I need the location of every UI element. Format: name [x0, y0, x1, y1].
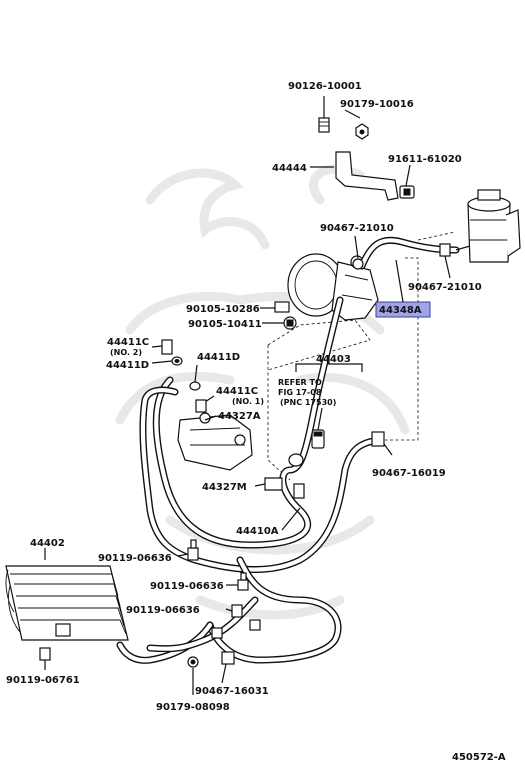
label-44411d[interactable]: 44411D: [197, 352, 240, 363]
clamp-90467-reservoir[interactable]: [439, 243, 451, 279]
cooler-line[interactable]: [116, 596, 259, 664]
clamp-90467-pump[interactable]: [352, 235, 364, 270]
reference-dash-d: [417, 231, 456, 241]
label-90467-16019[interactable]: 90467-16019: [372, 468, 446, 479]
reference-dash-c: [385, 257, 419, 441]
label-44327m[interactable]: 44327M: [202, 482, 247, 493]
bolt-91611[interactable]: [399, 164, 415, 199]
union-44411c-no2[interactable]: [151, 339, 173, 355]
clamp-90467-16019[interactable]: [371, 431, 393, 456]
bolt-90119-a[interactable]: [177, 539, 199, 561]
label-44411d-left[interactable]: 44411D: [106, 360, 149, 371]
label-90179-08098[interactable]: 90179-08098: [156, 702, 230, 713]
label-90467-21010-a[interactable]: 90467-21010: [320, 223, 394, 234]
label-90105-10411[interactable]: 90105-10411: [188, 319, 262, 330]
label-refer-line1: REFER TO: [278, 378, 322, 387]
tube-44327m[interactable]: [254, 477, 283, 491]
label-44402[interactable]: 44402: [30, 538, 65, 549]
label-44411c-no2-sub: (NO. 2): [110, 348, 142, 357]
label-91611-61020[interactable]: 91611-61020: [388, 154, 462, 165]
bolt-90119-b[interactable]: [226, 572, 249, 591]
bolt-90105-10286[interactable]: [260, 301, 290, 313]
steering-gear-housing[interactable]: [177, 412, 253, 471]
label-90126-10001[interactable]: 90126-10001: [288, 81, 362, 92]
reservoir-tank[interactable]: [455, 189, 521, 263]
label-44327a[interactable]: 44327A: [218, 411, 261, 422]
nut-90179[interactable]: [344, 109, 369, 140]
label-44411c-no1-sub: (NO. 1): [232, 397, 264, 406]
bracket-44444[interactable]: [310, 151, 399, 201]
label-44410a[interactable]: 44410A: [236, 526, 279, 537]
label-90179-10016[interactable]: 90179-10016: [340, 99, 414, 110]
label-90119-06636-b[interactable]: 90119-06636: [150, 581, 224, 592]
gasket-44411d-left[interactable]: [151, 356, 183, 366]
oil-cooler-44402[interactable]: [5, 548, 129, 641]
bolt-90126[interactable]: [318, 96, 330, 133]
label-90105-10286[interactable]: 90105-10286: [186, 304, 260, 315]
label-90119-06636-c[interactable]: 90119-06636: [126, 605, 200, 616]
label-90467-16031[interactable]: 90467-16031: [195, 686, 269, 697]
label-90119-06636-a[interactable]: 90119-06636: [98, 553, 172, 564]
cooler-hose[interactable]: [206, 556, 342, 664]
pressure-hose-44410a[interactable]: [152, 296, 344, 549]
pressure-switch-44403[interactable]: [311, 407, 325, 449]
diagram-id: 450572-A: [452, 752, 506, 763]
watermark-emblem: [115, 164, 410, 620]
label-90467-21010-b[interactable]: 90467-21010: [408, 282, 482, 293]
union-44411c-no1[interactable]: [195, 395, 215, 413]
clamp-cooler-a[interactable]: [211, 619, 261, 639]
leader-44348a: [395, 259, 404, 303]
label-refer-line2: FIG 17-08: [278, 388, 322, 397]
bolt-90119-06761[interactable]: [39, 647, 51, 670]
clamp-90467-16031[interactable]: [221, 651, 235, 684]
label-44411c-no1[interactable]: 44411C: [216, 386, 258, 397]
hose-44348a[interactable]: [358, 236, 460, 270]
label-refer-line3: (PNC 17530): [280, 398, 336, 407]
gasket-44411d[interactable]: [189, 364, 201, 391]
label-44444[interactable]: 44444: [272, 163, 307, 174]
nut-90179-08098[interactable]: [187, 656, 199, 695]
label-90119-06761[interactable]: 90119-06761: [6, 675, 80, 686]
label-44403[interactable]: 44403: [316, 354, 351, 365]
bolt-90105-10411[interactable]: [262, 316, 297, 330]
bolt-90119-c[interactable]: [225, 604, 243, 618]
label-44411c-no2[interactable]: 44411C: [107, 337, 149, 348]
fitting-44410a[interactable]: [281, 453, 305, 531]
reference-dash-b: [267, 345, 291, 481]
tube-44327a[interactable]: [204, 415, 217, 421]
label-44348a[interactable]: 44348A: [379, 305, 422, 316]
